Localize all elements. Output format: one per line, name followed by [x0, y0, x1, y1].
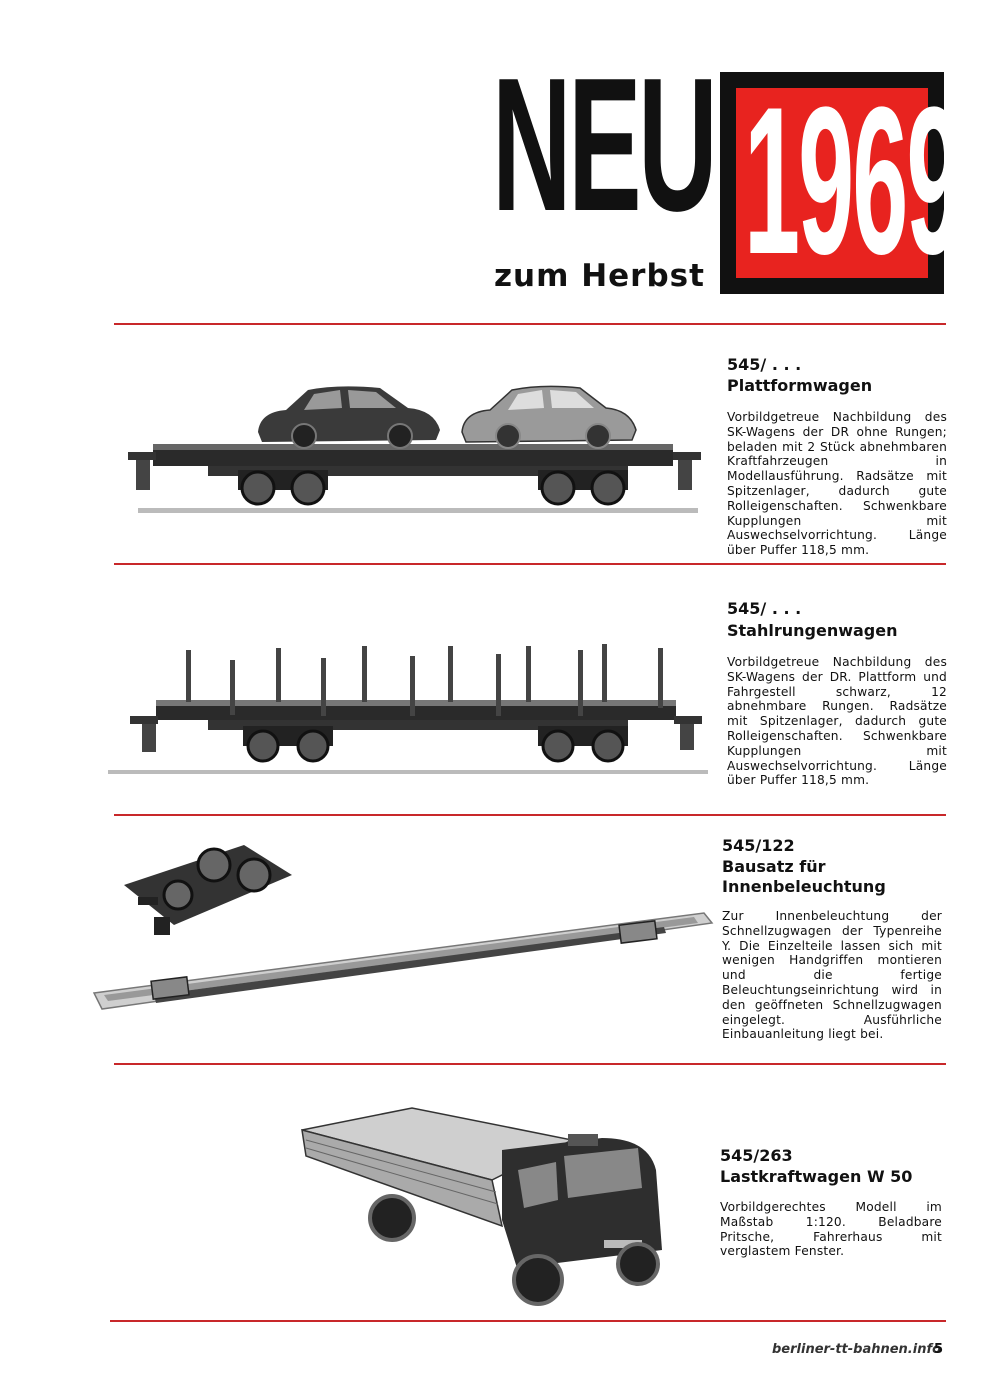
bogie-left — [243, 726, 333, 763]
product-description: Vorbildgetreue Nachbildung des SK-Wagens… — [727, 655, 947, 788]
year-badge-red-field: 1969 — [736, 76, 962, 286]
website-label: berliner-tt-bahnen.info — [772, 1342, 942, 1357]
wagon-frame — [208, 720, 628, 730]
product-description: Vorbildgetreue Nachbildung des SK-Wagens… — [727, 410, 947, 558]
year-badge-text: 1969 — [744, 63, 962, 298]
platform-wagon-image — [128, 385, 701, 513]
headline-neu: NEU — [492, 39, 718, 251]
coupler-right — [678, 460, 692, 490]
page-number: 5 — [934, 1342, 944, 1357]
lighting-strip — [92, 912, 714, 1010]
divider-line — [114, 1063, 946, 1065]
divider-line — [114, 814, 946, 816]
product-description: Zur Innenbeleuchtung der Schnellzugwagen… — [722, 909, 942, 1042]
bogie-assembly — [124, 845, 292, 935]
bogie-right — [538, 470, 628, 506]
lighting-kit-image — [92, 845, 714, 1010]
wagon-deck — [156, 704, 676, 720]
product-name: Bausatz für Innenbeleuchtung — [722, 857, 886, 896]
coupler-left — [136, 460, 150, 490]
buffer-left — [130, 716, 158, 724]
truck-image — [301, 1107, 662, 1306]
wagon-frame — [208, 466, 628, 476]
product-number: 545/263 — [720, 1146, 793, 1165]
track-rail — [138, 508, 698, 513]
buffer-left — [128, 452, 156, 460]
stake-wagon-image — [108, 644, 708, 774]
product-name: Lastkraftwagen W 50 — [720, 1167, 913, 1186]
coupler-left — [142, 724, 156, 752]
coupler-right — [680, 724, 694, 750]
model-car-dark — [258, 386, 440, 449]
product-number: 545/ . . . — [727, 599, 802, 618]
wagon-deck — [153, 448, 673, 466]
buffer-right — [674, 716, 702, 724]
buffer-right — [673, 452, 701, 460]
truck-wheel-front-right — [616, 1242, 660, 1286]
truck-cab — [502, 1134, 662, 1268]
product-number: 545/ . . . — [727, 355, 802, 374]
product-name: Stahlrungenwagen — [727, 621, 898, 640]
bogie-right — [538, 726, 628, 763]
divider-line — [110, 1320, 946, 1322]
track-rail — [108, 770, 708, 774]
truck-wheel-front — [512, 1254, 564, 1306]
headline-subtitle: zum Herbst — [494, 258, 705, 294]
product-description: Vorbildgerechtes Modell im Maßstab 1:120… — [720, 1200, 942, 1259]
product-number: 545/122 — [722, 836, 795, 855]
product-name: Plattformwagen — [727, 376, 873, 395]
wagon-deck-top — [153, 444, 673, 450]
bogie-left — [238, 470, 328, 506]
stakes — [186, 644, 663, 716]
truck-wheel-rear — [368, 1194, 416, 1242]
divider-line — [114, 323, 946, 325]
divider-line — [114, 563, 946, 565]
wagon-deck-top — [156, 700, 676, 706]
model-car-light — [461, 385, 637, 449]
